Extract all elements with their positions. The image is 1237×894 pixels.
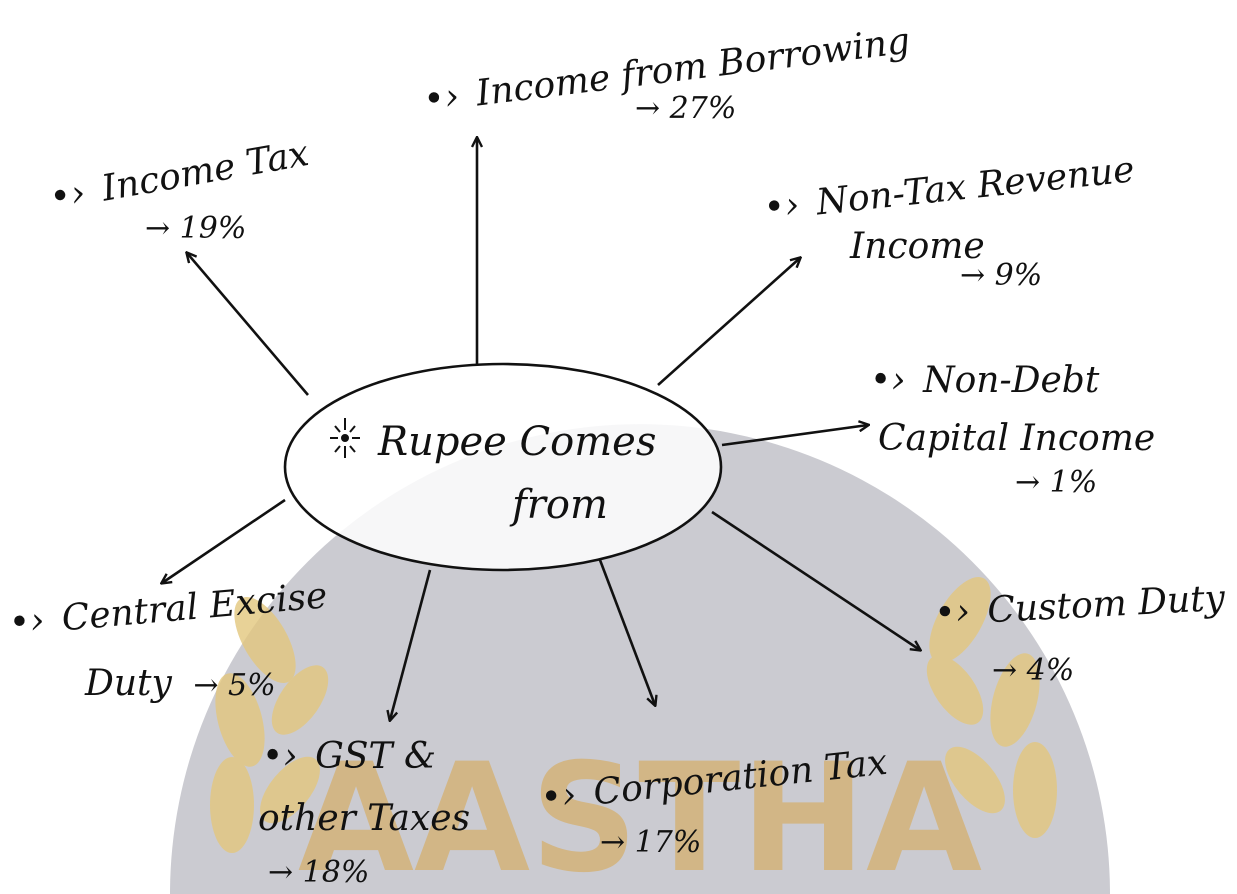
label-income-tax: Income Tax	[98, 133, 312, 210]
arrow-non-debt-capital	[721, 425, 868, 447]
value-central-excise: → 5%	[193, 668, 275, 703]
bullet-marker: •›	[762, 184, 802, 229]
value-borrowing: → 27%	[635, 91, 736, 126]
label-central-excise-line2: Duty	[84, 663, 173, 704]
arrows	[162, 138, 920, 720]
bullet-marker: •›	[539, 774, 579, 819]
bullet-marker: •›	[46, 172, 88, 219]
center-ellipse	[283, 362, 723, 572]
arrow-custom-duty	[711, 510, 920, 650]
label-gst: GST &	[315, 736, 436, 777]
svg-text:•› Non-Tax Revenue: •› Non-Tax Revenue	[762, 149, 1137, 229]
label-non-debt-capital-line2: Capital Income	[878, 418, 1155, 459]
label-non-tax-revenue: Non-Tax Revenue	[813, 149, 1136, 223]
svg-text:•› GST &: •› GST &	[262, 736, 436, 777]
watermark-laurel-left	[210, 597, 329, 853]
node-borrowing: •› Income from Borrowing → 27%	[421, 21, 912, 126]
value-income-tax: → 19%	[145, 211, 246, 246]
node-gst: •› GST & other Taxes → 18%	[258, 736, 470, 890]
center-node: Rupee Comes from	[283, 362, 723, 572]
value-corporation-tax: → 17%	[600, 825, 701, 860]
bullet-marker: •›	[870, 360, 906, 401]
sparkle-icon	[330, 418, 360, 458]
svg-text:•› Non-Debt: •› Non-Debt	[870, 360, 1100, 401]
value-gst: → 18%	[268, 855, 369, 890]
arrow-income-tax	[187, 253, 309, 396]
bullet-marker: •›	[262, 736, 298, 777]
bullet-marker: •›	[421, 76, 461, 121]
bullet-marker: •›	[933, 591, 971, 634]
label-custom-duty: Custom Duty	[986, 578, 1226, 631]
node-income-tax: •› Income Tax → 19%	[46, 133, 311, 246]
node-non-tax-revenue: •› Non-Tax Revenue Income → 9%	[762, 149, 1137, 293]
value-custom-duty: → 4%	[992, 653, 1074, 688]
arrow-central-excise	[162, 498, 286, 583]
value-non-tax-revenue: → 9%	[960, 258, 1042, 293]
value-non-debt-capital: → 1%	[1015, 465, 1097, 500]
center-label-line2: from	[509, 482, 608, 528]
bullet-marker: •›	[7, 600, 46, 644]
svg-text:•› Income Tax: •› Income Tax	[46, 133, 311, 219]
watermark-laurel-right	[926, 577, 1057, 838]
arrow-non-tax-revenue	[657, 258, 800, 386]
node-non-debt-capital: •› Non-Debt Capital Income → 1%	[870, 360, 1155, 500]
label-gst-line2: other Taxes	[258, 798, 470, 839]
svg-text:Duty → 5%: Duty → 5%	[84, 663, 276, 704]
watermark-text: AASTHA	[298, 732, 982, 894]
arrow-corporation-tax	[598, 559, 655, 705]
center-label-line1: Rupee Comes	[377, 419, 656, 465]
label-non-debt-capital: Non-Debt	[922, 360, 1100, 401]
label-non-tax-revenue-line2: Income	[849, 226, 985, 267]
arrow-gst	[390, 569, 432, 720]
